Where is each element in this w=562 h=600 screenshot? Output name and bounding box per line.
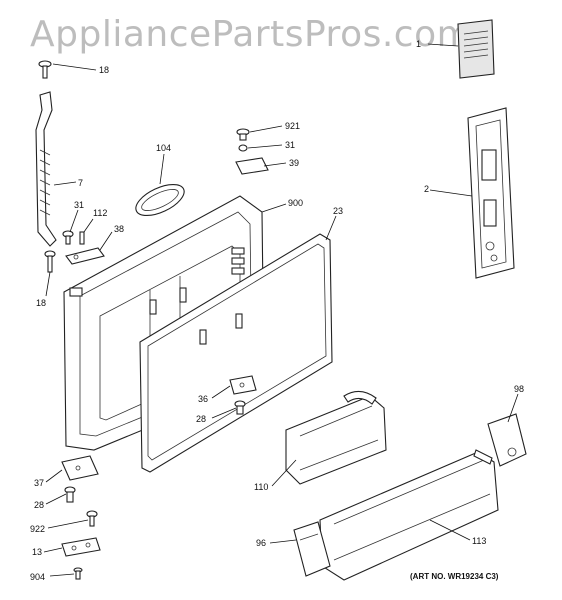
part-bin-large [319,449,499,581]
callout-921: 921 [285,121,300,131]
part-control-panel [467,107,515,279]
callout-23: 23 [333,206,343,216]
callout-28-left: 28 [34,500,44,510]
callout-900: 900 [288,198,303,208]
part-top-hinge-set [235,128,269,175]
part-handle [135,183,185,217]
callout-28-center: 28 [196,414,206,424]
callout-31-top: 31 [285,140,295,150]
callout-98: 98 [514,384,524,394]
callout-113: 113 [472,536,486,546]
callout-38: 38 [114,224,124,234]
callout-39: 39 [289,158,299,168]
part-gasket [139,233,333,473]
callout-904: 904 [30,572,45,582]
callout-31-left: 31 [74,200,84,210]
part-center-bracket [229,375,257,415]
callout-13: 13 [32,547,42,557]
watermark-logo-text: AppliancePartsPros.com [30,14,473,55]
leader-lines [43,43,519,577]
callout-36: 36 [198,394,208,404]
part-screw-bottom [44,250,56,273]
part-small-fasteners [62,230,105,265]
callout-18-bottom: 18 [36,298,46,308]
part-manual [457,19,495,79]
part-hinge-arm [35,91,57,247]
callout-37: 37 [34,478,44,488]
part-end-caps [293,413,527,577]
callout-112: 112 [93,208,107,218]
callout-2: 2 [424,184,429,194]
callout-7: 7 [78,178,83,188]
part-bin-small [285,390,387,485]
callout-1: 1 [416,39,421,49]
art-number: (ART NO. WR19234 C3) [410,572,499,581]
callout-104: 104 [156,143,171,153]
part-screw-top [38,60,52,79]
callout-96: 96 [256,538,266,548]
callout-922: 922 [30,524,45,534]
callout-18-top: 18 [99,65,109,75]
callout-110: 110 [254,482,268,492]
part-lower-hinge-set [61,455,101,580]
